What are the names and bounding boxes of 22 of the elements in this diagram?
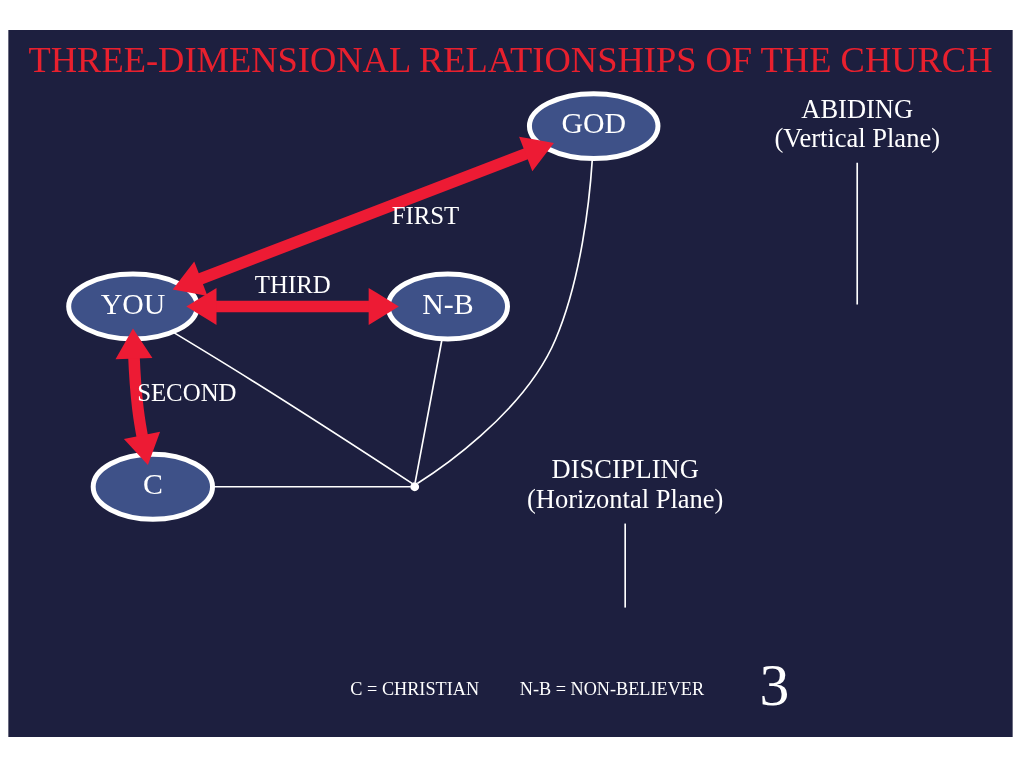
node-ellipse: YOU [66,271,200,342]
arrow [186,287,399,325]
edge-label: THIRD [254,271,331,299]
label: C = CHRISTIAN [350,679,480,700]
connector [624,522,626,609]
node-ellipse: C [90,451,215,522]
label: N-B = NON-BELIEVER [519,679,705,700]
node-point [410,482,420,492]
label: 3 [759,652,790,719]
diagram-title: THREE-DIMENSIONAL RELATIONSHIPS OF THE CHURCH [28,40,993,81]
connector [414,338,443,484]
connector [856,161,859,306]
connector [211,485,412,488]
arrow [115,328,161,465]
node-ellipse: N-B [385,271,510,342]
node-text: DISCIPLING (Horizontal Plane) [526,454,724,514]
connector [416,158,594,485]
node-ellipse: GOD [526,91,661,162]
node-text: ABIDING (Vertical Plane) [774,93,940,154]
arrow [172,136,554,296]
connector [172,331,414,485]
edge-label: FIRST [391,201,460,229]
